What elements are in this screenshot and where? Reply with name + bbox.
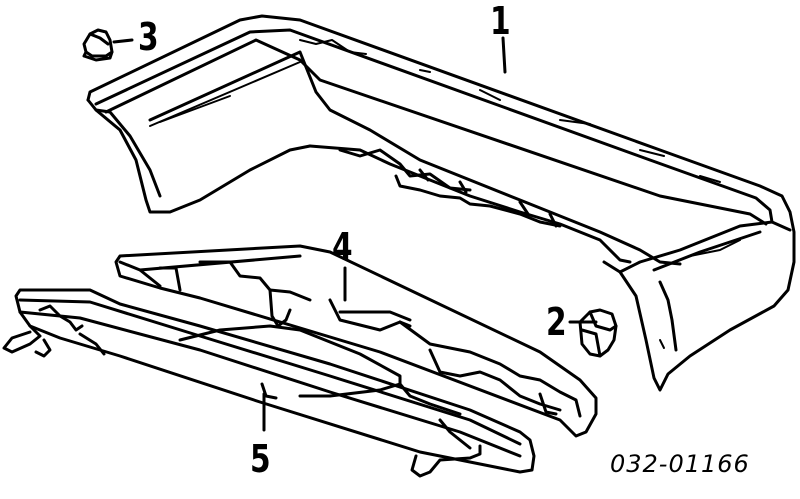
leader-line-3 [112,38,134,44]
bumper-absorber [114,244,598,438]
part-number-label: 032-01166 [610,450,750,478]
leader-lines [112,36,598,432]
leader-line-1 [501,36,507,74]
bumper-cover [86,14,796,392]
callout-1: 1 [490,0,511,43]
callout-2: 2 [546,300,567,344]
bumper-beam [2,288,536,478]
callout-4: 4 [332,225,353,269]
callout-3: 3 [138,15,159,59]
clip-part-3 [82,28,114,62]
callout-5: 5 [250,437,271,481]
fastener-part-2 [578,308,618,358]
